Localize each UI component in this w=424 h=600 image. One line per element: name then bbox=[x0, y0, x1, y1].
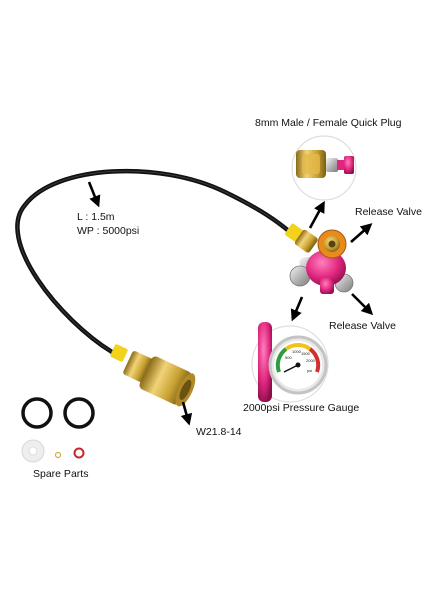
pressure-gauge-inset: 500 1000 1500 2000 psi bbox=[251, 322, 329, 403]
spare-parts-label: Spare Parts bbox=[33, 468, 89, 480]
hose bbox=[15, 168, 293, 355]
arrow-release-valve-top bbox=[350, 223, 373, 243]
gauge-tick-2000: 2000 bbox=[306, 358, 316, 363]
gauge-unit: psi bbox=[307, 368, 312, 373]
arrow-release-valve-bottom bbox=[351, 293, 374, 316]
callout-arrows bbox=[87, 181, 374, 426]
gauge-tick-500: 500 bbox=[285, 355, 292, 360]
gauge-tick-1000: 1000 bbox=[292, 349, 302, 354]
manifold-collar bbox=[285, 223, 318, 253]
release-valve-top-label: Release Valve bbox=[355, 206, 422, 218]
quick-plug-inset bbox=[291, 135, 357, 201]
fill-station-manifold bbox=[289, 229, 354, 294]
arrow-hose-length bbox=[87, 181, 101, 208]
pressure-gauge-label: 2000psi Pressure Gauge bbox=[243, 402, 360, 414]
arrow-quick-plug bbox=[308, 200, 325, 229]
release-valve-bottom-label: Release Valve bbox=[329, 320, 396, 332]
cylinder-fitting bbox=[110, 344, 196, 407]
thread-label: W21.8-14 bbox=[196, 426, 242, 438]
gauge-tick-1500: 1500 bbox=[301, 351, 311, 356]
arrow-pressure-gauge bbox=[290, 296, 304, 322]
hose-length-label: L : 1.5m bbox=[77, 211, 115, 223]
arrow-thread bbox=[180, 401, 193, 426]
working-pressure-label: WP : 5000psi bbox=[77, 225, 140, 237]
spare-parts bbox=[21, 397, 95, 463]
quick-plug-label: 8mm Male / Female Quick Plug bbox=[255, 117, 402, 129]
